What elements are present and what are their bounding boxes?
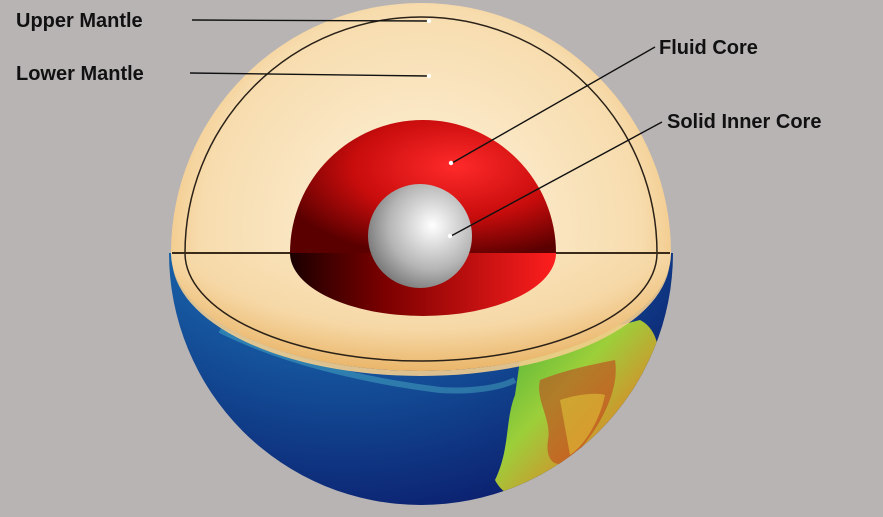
solid-inner-core-leader-dot (447, 233, 453, 239)
lower-mantle-leader-dot (426, 73, 432, 79)
upper-lower-mantle-boundary (184, 16, 658, 253)
fluid-core-label: Fluid Core (659, 37, 758, 59)
solid-inner-core-label: Solid Inner Core (667, 111, 821, 133)
upper-mantle-label: Upper Mantle (16, 10, 143, 32)
upper-mantle-leader-dot (426, 18, 432, 24)
upper-mantle-leader (191, 19, 429, 22)
leader-lines (189, 18, 663, 239)
solid-inner-core-leader (450, 121, 663, 237)
labels: Upper Mantle Lower Mantle Fluid Core Sol… (16, 10, 821, 133)
inner-core-sphere (368, 184, 472, 288)
fluid-core-leader (451, 46, 656, 164)
continent-land (495, 320, 659, 499)
solid-inner-core (368, 184, 472, 288)
lower-mantle-label: Lower Mantle (16, 63, 144, 85)
lower-mantle-leader (189, 72, 429, 77)
fluid-core-leader-dot (448, 160, 454, 166)
